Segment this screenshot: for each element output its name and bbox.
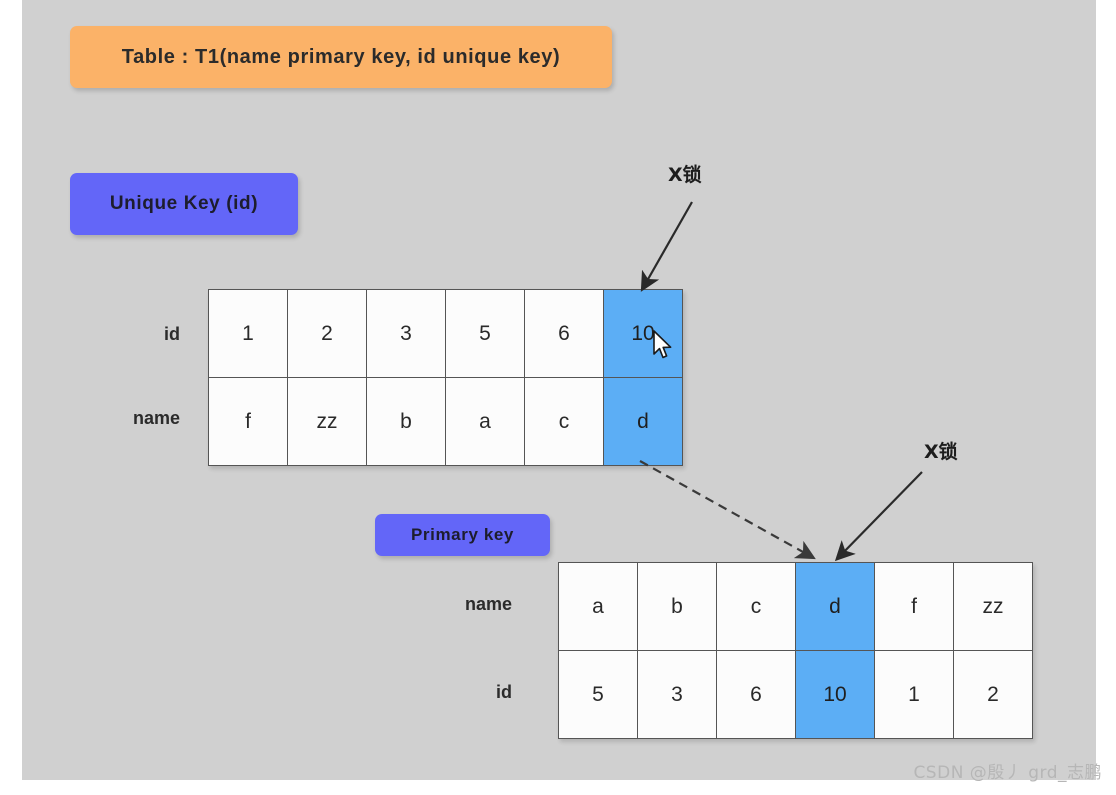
primary-key-chip: Primary key	[375, 514, 550, 556]
table-cell: 3	[366, 289, 446, 378]
table-cell-highlighted: d	[795, 562, 875, 651]
table-cell: 6	[524, 289, 604, 378]
table-row: 1 2 3 5 6 10	[208, 289, 683, 378]
mouse-pointer-icon	[653, 330, 672, 359]
table-cell: f	[874, 562, 954, 651]
table-cell: 6	[716, 650, 796, 739]
table-cell: b	[637, 562, 717, 651]
table-row: f zz b a c d	[208, 377, 683, 466]
csdn-watermark: CSDN @殷丿 grd_志鹏	[913, 763, 1102, 783]
table-cell: zz	[953, 562, 1033, 651]
table-cell: 2	[287, 289, 367, 378]
table-row: 5 3 6 10 1 2	[558, 650, 1033, 739]
table-definition-chip: Table : T1(name primary key, id unique k…	[70, 26, 612, 88]
table-cell: 1	[874, 650, 954, 739]
x-lock-label-primary: X锁	[924, 441, 958, 463]
table-cell: 1	[208, 289, 288, 378]
table-cell: 2	[953, 650, 1033, 739]
table-cell: c	[716, 562, 796, 651]
table-cell-highlighted: 10	[603, 289, 683, 378]
table2-row-label-id: id	[496, 682, 512, 702]
table-cell: 5	[445, 289, 525, 378]
table-cell: 3	[637, 650, 717, 739]
table-cell: zz	[287, 377, 367, 466]
unique-key-index-table: 1 2 3 5 6 10 f zz b a c d	[208, 289, 683, 466]
table1-row-label-id: id	[164, 324, 180, 344]
table-cell: a	[445, 377, 525, 466]
table-cell: a	[558, 562, 638, 651]
table-cell-highlighted: d	[603, 377, 683, 466]
table1-row-label-name: name	[132, 408, 180, 428]
x-lock-label-unique: X锁	[668, 164, 702, 186]
table-cell-highlighted: 10	[795, 650, 875, 739]
table-cell: c	[524, 377, 604, 466]
primary-key-index-table: a b c d f zz 5 3 6 10 1 2	[558, 562, 1033, 739]
table-row: a b c d f zz	[558, 562, 1033, 651]
table-cell: f	[208, 377, 288, 466]
table2-row-label-name: name	[464, 594, 512, 614]
table-cell: b	[366, 377, 446, 466]
table-cell: 5	[558, 650, 638, 739]
unique-key-chip: Unique Key (id)	[70, 173, 298, 235]
